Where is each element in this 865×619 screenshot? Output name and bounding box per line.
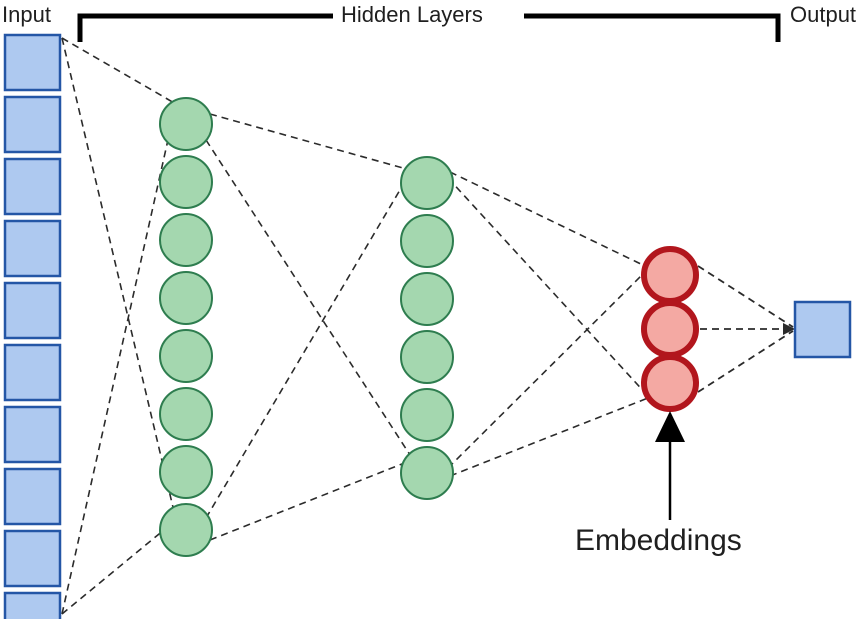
connections-hidden2-embeddings xyxy=(447,171,649,477)
input-node[interactable] xyxy=(3,157,62,216)
input-node[interactable] xyxy=(3,33,62,92)
connections-input-hidden1 xyxy=(61,37,177,615)
input-node[interactable] xyxy=(3,343,62,402)
embedding-node[interactable] xyxy=(641,354,699,412)
input-label: Input xyxy=(2,2,51,27)
embedding-node[interactable] xyxy=(641,300,699,358)
input-node[interactable] xyxy=(3,405,62,464)
hidden-node[interactable] xyxy=(400,330,454,384)
input-node[interactable] xyxy=(3,219,62,278)
connections-embeddings-output xyxy=(697,265,794,393)
hidden-node[interactable] xyxy=(159,97,213,151)
hidden-node[interactable] xyxy=(159,329,213,383)
hidden-node[interactable] xyxy=(400,388,454,442)
input-layer xyxy=(3,33,62,619)
hidden-node[interactable] xyxy=(400,156,454,210)
hidden-layers-label: Hidden Layers xyxy=(336,4,488,26)
hidden-node[interactable] xyxy=(159,155,213,209)
hidden-layer-1 xyxy=(159,97,213,557)
hidden-node[interactable] xyxy=(159,271,213,325)
hidden-node[interactable] xyxy=(400,272,454,326)
hidden-node[interactable] xyxy=(159,445,213,499)
input-node[interactable] xyxy=(3,95,62,154)
hidden-layer-2 xyxy=(400,156,454,500)
input-node[interactable] xyxy=(3,529,62,588)
hidden-layers-bracket xyxy=(77,13,781,42)
embeddings-layer xyxy=(641,246,699,412)
output-arrowheads xyxy=(783,323,795,335)
hidden-node[interactable] xyxy=(159,387,213,441)
embedding-node[interactable] xyxy=(641,246,699,304)
embeddings-callout-arrow xyxy=(655,411,685,520)
connections-hidden1-hidden2 xyxy=(205,113,413,541)
output-layer xyxy=(793,300,852,359)
hidden-node[interactable] xyxy=(400,214,454,268)
input-node[interactable] xyxy=(3,281,62,340)
embeddings-label: Embeddings xyxy=(575,524,742,557)
input-node[interactable] xyxy=(3,591,62,619)
output-label: Output xyxy=(790,2,857,27)
hidden-node[interactable] xyxy=(159,503,213,557)
hidden-node[interactable] xyxy=(159,213,213,267)
input-node[interactable] xyxy=(3,467,62,526)
hidden-node[interactable] xyxy=(400,446,454,500)
output-node[interactable] xyxy=(793,300,852,359)
